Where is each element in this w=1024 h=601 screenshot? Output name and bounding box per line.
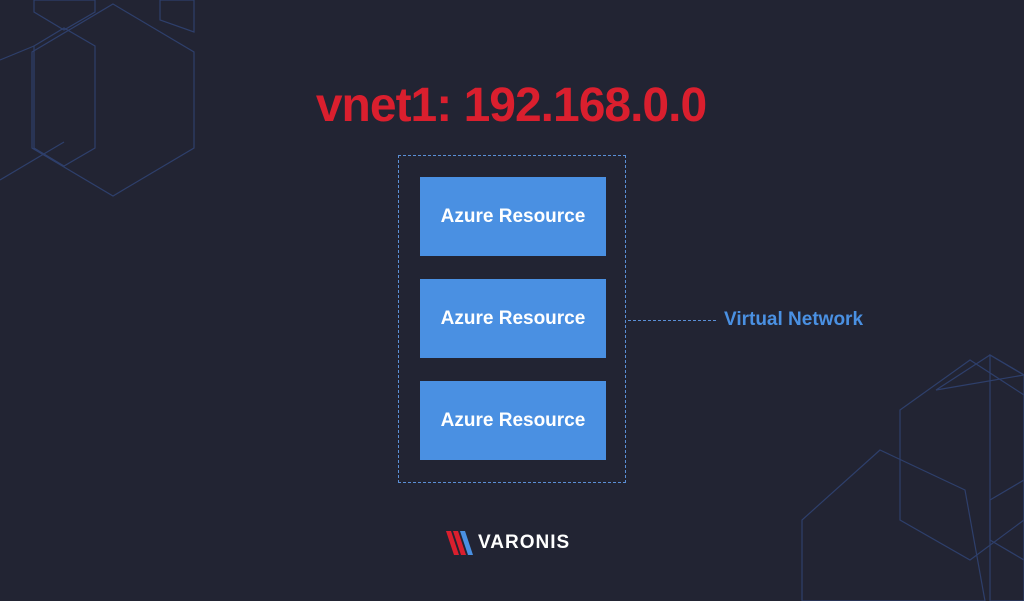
azure-resource-box: Azure Resource bbox=[420, 177, 606, 256]
virtual-network-boundary bbox=[398, 155, 626, 483]
network-connector-line bbox=[628, 320, 716, 321]
varonis-logo-mark-icon bbox=[446, 531, 473, 555]
azure-resource-label: Azure Resource bbox=[440, 307, 586, 329]
azure-resource-box: Azure Resource bbox=[420, 381, 606, 460]
azure-resource-box: Azure Resource bbox=[420, 279, 606, 358]
azure-resource-label: Azure Resource bbox=[440, 409, 586, 431]
azure-resource-label: Azure Resource bbox=[440, 205, 586, 227]
varonis-logo: VARONIS bbox=[446, 530, 570, 556]
vnet-title: vnet1: 192.168.0.0 bbox=[315, 79, 707, 132]
varonis-logo-text: VARONIS bbox=[478, 532, 571, 553]
virtual-network-label: Virtual Network bbox=[724, 309, 864, 330]
